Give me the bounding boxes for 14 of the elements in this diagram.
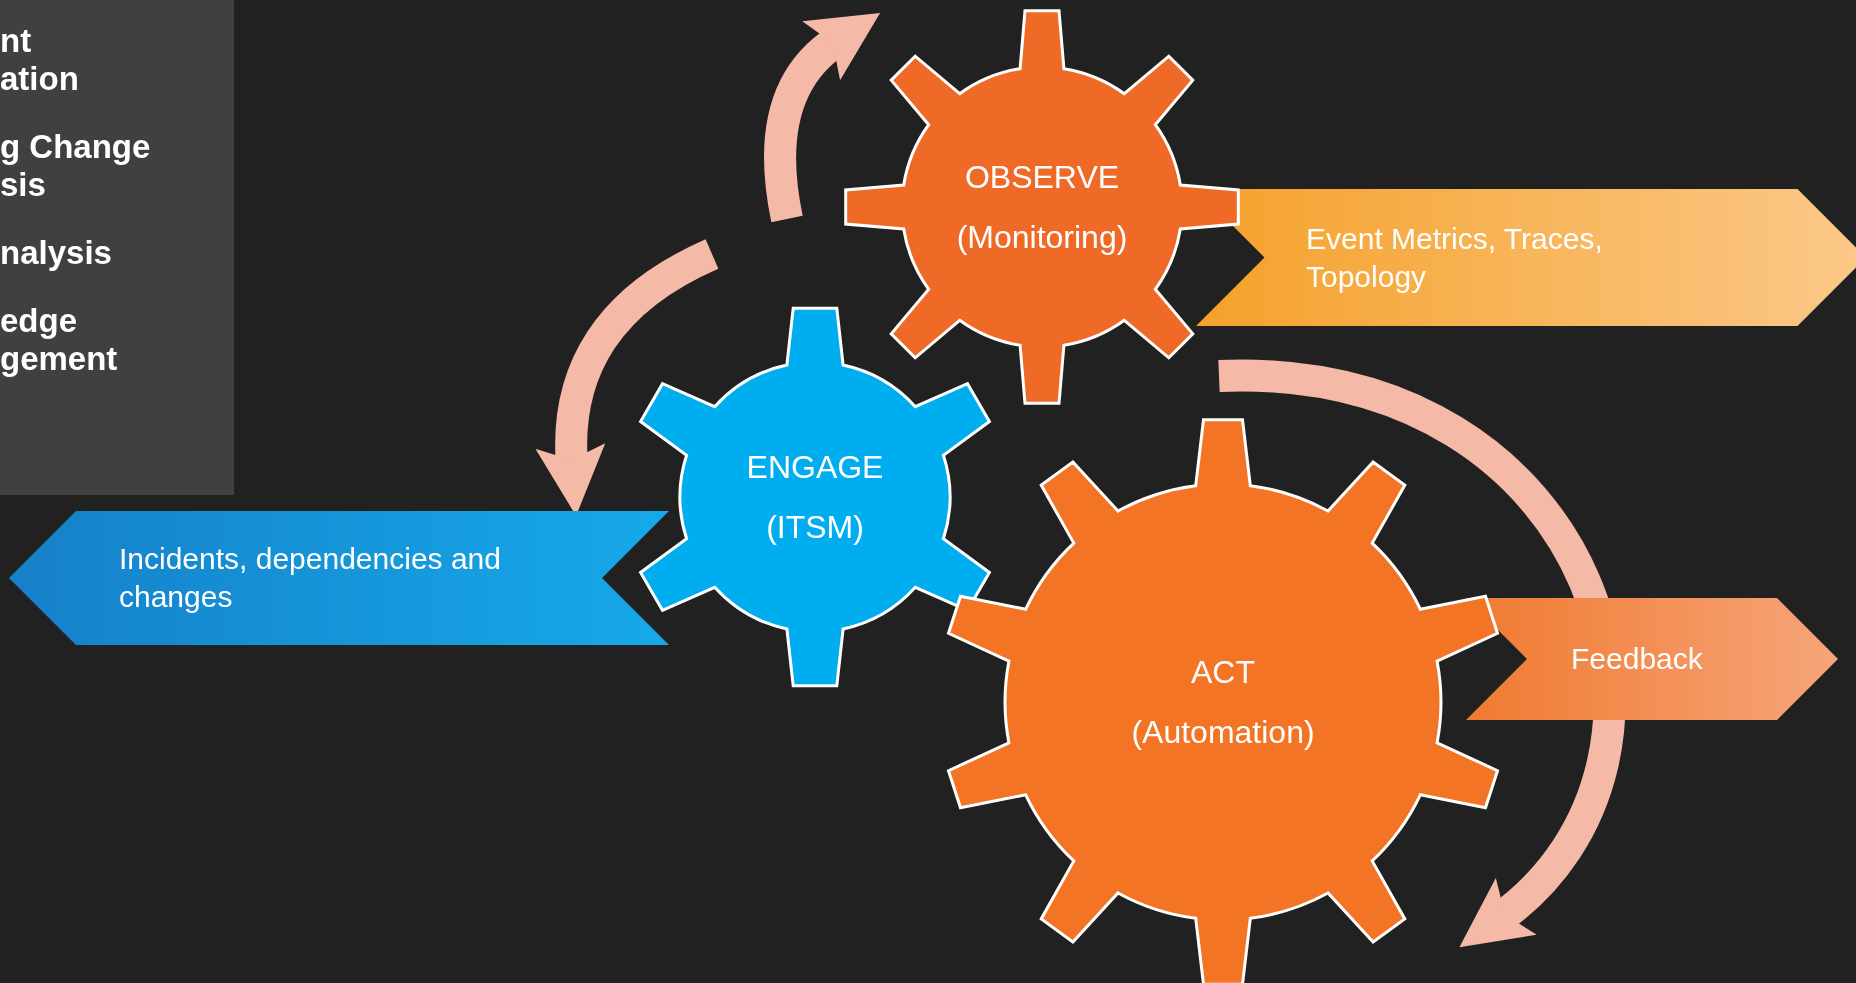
banner-text: Incidents, dependencies and changes bbox=[119, 541, 502, 615]
gear-label: OBSERVE bbox=[964, 158, 1120, 197]
gear-label: (Monitoring) bbox=[956, 218, 1128, 257]
text-panel bbox=[0, 0, 234, 495]
banner-text: Feedback bbox=[1571, 641, 1703, 677]
panel-text: g Change sis bbox=[0, 128, 152, 204]
gear-label: (ITSM) bbox=[766, 508, 864, 547]
gear-label: ACT bbox=[1191, 653, 1255, 692]
gear-label: (Automation) bbox=[1131, 713, 1315, 752]
panel-text: nalysis bbox=[0, 234, 113, 272]
gear-label: ENGAGE bbox=[746, 448, 884, 487]
banner-text: Event Metrics, Traces, Topology bbox=[1306, 220, 1604, 295]
panel-text: nt ation bbox=[0, 22, 80, 98]
panel-text: edge gement bbox=[0, 302, 119, 378]
